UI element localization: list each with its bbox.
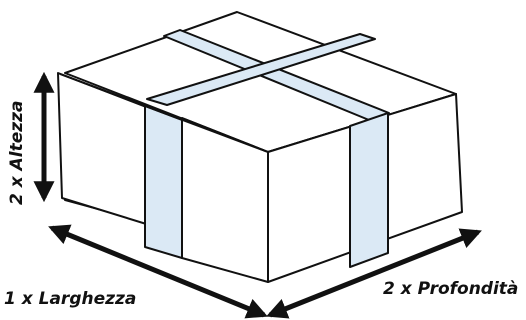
tape-right-face [350,113,388,267]
tape-left-face [145,106,182,258]
depth-label: 2 x Profondità [383,279,518,299]
height-label: 2 x Altezza [7,100,27,205]
width-label: 1 x Larghezza [4,289,136,309]
